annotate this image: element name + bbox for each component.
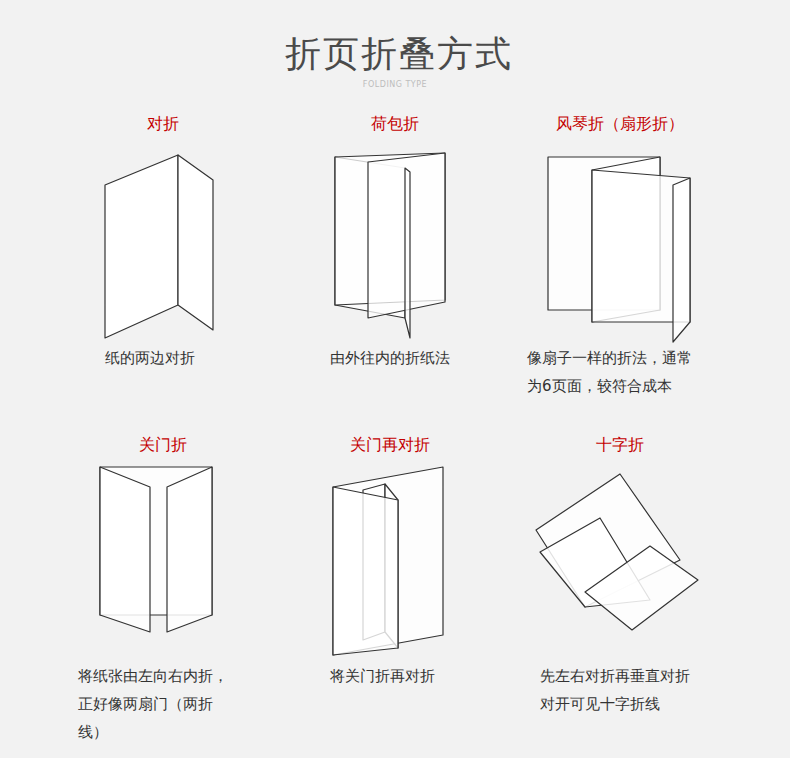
double-gate-fold-figure (333, 467, 443, 655)
paper-panel (178, 155, 213, 330)
fold-caption: 由外往内的折纸法 (330, 344, 530, 372)
gate-fold-figure (100, 467, 212, 632)
paper-panel (405, 168, 410, 338)
paper-panel (673, 178, 690, 342)
fold-caption: 将纸张由左向右内折，正好像两扇门（两折线） (78, 662, 240, 746)
fold-heading: 关门再对折 (290, 435, 490, 456)
paper-panel (167, 467, 212, 632)
accordion-fold-figure (548, 157, 690, 342)
fold-heading: 风琴折（扇形折） (520, 114, 720, 135)
paper-panel (100, 467, 150, 632)
page-title: 折页折叠方式 (4, 30, 790, 79)
roll-fold-figure (335, 153, 445, 338)
subtitle: FOLDING TYPE (295, 80, 495, 89)
paper-panel (105, 155, 178, 338)
fold-caption: 像扇子一样的折法，通常为6页面，较符合成本 (527, 344, 698, 400)
half-fold-figure (105, 155, 213, 338)
paper-panel (333, 487, 398, 655)
fold-heading: 十字折 (520, 435, 720, 456)
paper-panel (585, 546, 698, 630)
cross-fold-figure (536, 474, 698, 630)
fold-caption: 将关门折再对折 (330, 662, 530, 690)
paper-panel (333, 467, 443, 655)
fold-heading: 对折 (63, 114, 263, 135)
fold-caption: 纸的两边对折 (105, 344, 305, 372)
fold-heading: 关门折 (63, 435, 263, 456)
fold-caption: 先左右对折再垂直对折对开可见十字折线 (540, 662, 696, 718)
fold-heading: 荷包折 (295, 114, 495, 135)
